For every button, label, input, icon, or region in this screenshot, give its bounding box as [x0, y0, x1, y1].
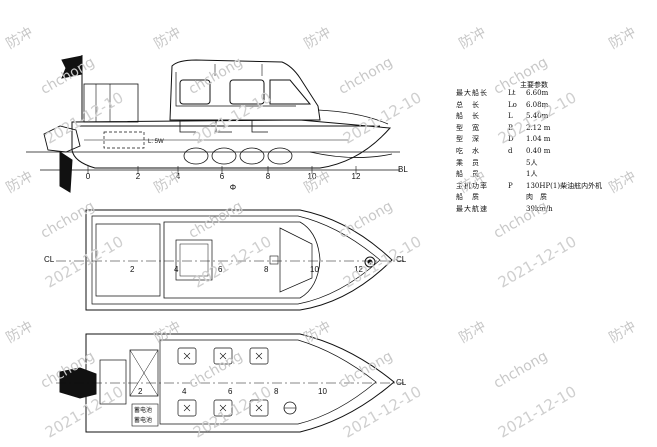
plan-frame-label-10: 10 — [310, 265, 319, 274]
deck-frame-label-2: 2 — [138, 387, 143, 396]
deck-frame-label-6: 6 — [228, 387, 233, 396]
spec-label: 船 员 — [456, 170, 480, 179]
spec-label: 船 长 — [456, 112, 480, 121]
flag-icon — [61, 55, 83, 120]
spec-value: 1人 — [526, 170, 538, 179]
deck-frame-label-10: 10 — [318, 387, 327, 396]
spec-symbol: Lt — [508, 89, 516, 97]
spec-label: 船 质 — [456, 193, 480, 202]
spec-row: 船 质肉 质 — [456, 192, 656, 204]
spec-symbol — [508, 158, 526, 170]
plan-view — [56, 209, 404, 311]
spec-symbol: D — [508, 135, 514, 144]
spec-symbol: d — [508, 146, 513, 155]
spec-symbol: B — [508, 123, 514, 132]
steering-wheel-icon — [283, 401, 297, 415]
frame-label-2: 2 — [136, 172, 141, 181]
spec-value: 130HP(1)柴油舷内外机 — [526, 181, 603, 190]
spec-row: 型 深 D 1.04 m — [456, 134, 656, 146]
spec-label: 最大船长 — [456, 89, 488, 97]
spec-label: 总 长 — [456, 100, 480, 109]
spec-label: 型 宽 — [456, 123, 480, 132]
spec-value: 肉 质 — [526, 193, 547, 202]
battery-label-2: 蓄电池 — [134, 416, 152, 424]
plan-centerline-label-left: CL — [44, 255, 55, 264]
spec-value: 5人 — [526, 158, 538, 167]
frame-label-8: 8 — [266, 172, 271, 181]
baseline-label: BL — [398, 165, 408, 174]
spec-row: 乘 员 5人 — [456, 158, 656, 170]
spec-row: 最大航速 39km/h — [456, 204, 656, 216]
plan-centerline-label-right: CL — [396, 255, 407, 264]
midship-mark: Φ — [230, 183, 236, 192]
spec-label: 吃 水 — [456, 146, 480, 155]
spec-row: 主机功率 P 130HP(1)柴油舷内外机 — [456, 181, 656, 193]
frame-label-10: 10 — [308, 172, 317, 181]
spec-row: 型 宽 B 2.12 m — [456, 123, 656, 135]
deck-frame-label-8: 8 — [274, 387, 279, 396]
spec-symbol: Lo — [508, 100, 517, 109]
deck-centerline-label: CL — [396, 378, 407, 387]
spec-value: 6.60m — [526, 89, 549, 97]
deck-frame-label-4: 4 — [182, 387, 187, 396]
deck-note: L: 5W — [148, 139, 164, 145]
spec-value: 2.12 m — [526, 123, 551, 132]
side-view — [26, 55, 400, 193]
spec-symbol: P — [508, 181, 513, 190]
spec-value: 5.40m — [526, 112, 549, 121]
spec-title: 主要参数 — [520, 81, 548, 89]
frame-label-0: 0 — [86, 172, 91, 181]
spec-value: 6.08m — [526, 100, 549, 109]
spec-label: 型 深 — [456, 135, 480, 144]
frame-label-12: 12 — [352, 172, 361, 181]
frame-label-6: 6 — [220, 172, 225, 181]
spec-value: 1.04 m — [526, 135, 551, 144]
spec-row: 船 员 1人 — [456, 169, 656, 181]
spec-row: 吃 水 d 0.40 m — [456, 146, 656, 158]
spec-symbol — [508, 192, 526, 204]
plan-frame-label-2: 2 — [130, 265, 135, 274]
plan-frame-label-12: 12 — [354, 265, 363, 274]
spec-symbol: L — [508, 112, 513, 121]
spec-row: 总 长 Lo 6.08m — [456, 100, 656, 112]
spec-label: 最大航速 — [456, 204, 488, 213]
plan-frame-label-4: 4 — [174, 265, 179, 274]
spec-label: 主机功率 — [456, 181, 488, 190]
spec-symbol — [508, 169, 526, 181]
spec-table: 最大船长 Lt 6.60m 总 长 Lo 6.08m 船 长 L 5.40m 型 宽 B 2.12 m… — [456, 88, 656, 216]
spec-label: 乘 员 — [456, 158, 480, 167]
spec-value: 39km/h — [526, 204, 553, 213]
spec-row: 最大船长 Lt 6.60m — [456, 88, 656, 100]
plan-frame-label-8: 8 — [264, 265, 269, 274]
spec-row: 船 长 L 5.40m — [456, 111, 656, 123]
plan-frame-label-6: 6 — [218, 265, 223, 274]
frame-label-4: 4 — [176, 172, 181, 181]
deck-view — [56, 333, 404, 433]
spec-value: 0.40 m — [526, 146, 551, 155]
battery-label-1: 蓄电池 — [134, 406, 152, 414]
